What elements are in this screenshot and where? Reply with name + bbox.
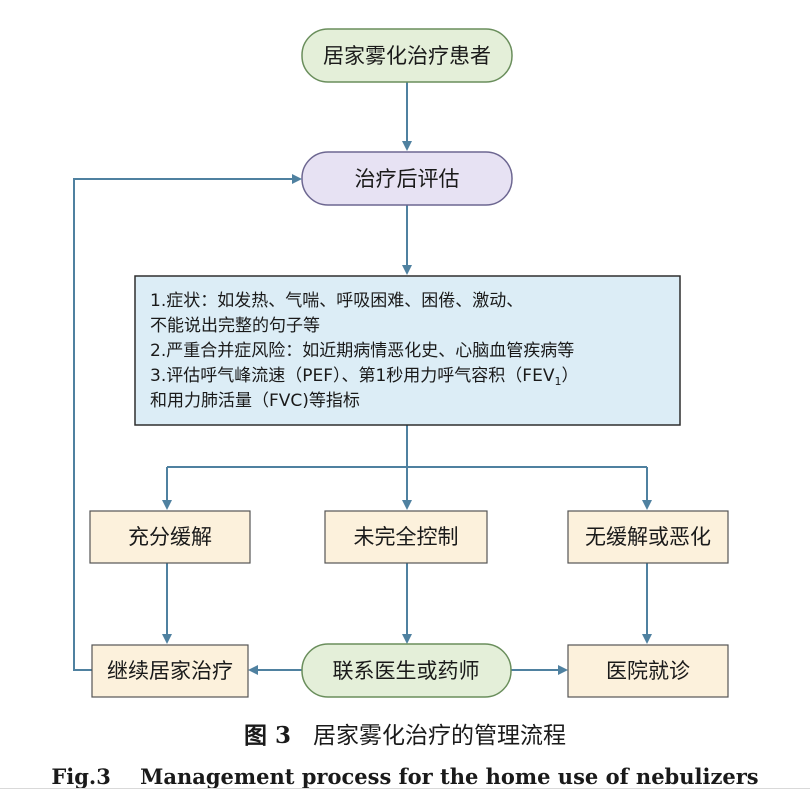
criteria-line-4: 3.评估呼气峰流速（PEF）、第1秒用力呼气容积（FEV1） (150, 366, 578, 388)
figure-title-cn: 居家雾化治疗的管理流程 (312, 723, 566, 749)
node-hospital-label: 医院就诊 (606, 659, 690, 683)
node-partial: 未完全控制 (324, 510, 488, 564)
node-hospital: 医院就诊 (567, 644, 729, 698)
node-continue-home-label: 继续居家治疗 (107, 659, 233, 683)
figure-caption-en: Fig.3 Management process for the home us… (51, 764, 759, 789)
node-assess-label: 治疗后评估 (355, 167, 460, 191)
criteria-line-4-text: 3.评估呼气峰流速（PEF）、第1秒用力呼气容积（FEV (150, 366, 555, 386)
node-continue-home: 继续居家治疗 (91, 644, 249, 698)
figure-caption-cn: 图 3 居家雾化治疗的管理流程 (0, 716, 810, 750)
criteria-line-4-close: ） (561, 366, 578, 386)
node-contact: 联系医生或药师 (301, 643, 512, 698)
node-assess: 治疗后评估 (301, 151, 513, 206)
criteria-box: 1.症状：如发热、气喘、呼吸困难、困倦、激动、 不能说出完整的句子等 2.严重合… (134, 275, 681, 426)
node-contact-label: 联系医生或药师 (333, 659, 480, 683)
arrow-loop-back-to-assess (73, 174, 302, 671)
node-worse: 无缓解或恶化 (567, 510, 729, 564)
flowchart: 居家雾化治疗患者 治疗后评估 1.症状：如发热、气喘、呼吸困难、困倦、激动、 不… (73, 28, 729, 698)
node-relieved: 充分缓解 (89, 510, 251, 564)
criteria-line-3: 2.严重合并症风险：如近期病情恶化史、心脑血管疾病等 (150, 341, 574, 361)
node-start: 居家雾化治疗患者 (301, 28, 513, 83)
node-worse-label: 无缓解或恶化 (585, 525, 711, 549)
criteria-line-2: 不能说出完整的句子等 (150, 316, 320, 336)
criteria-line-1: 1.症状：如发热、气喘、呼吸困难、困倦、激动、 (150, 291, 523, 311)
criteria-line-4-subscript: 1 (554, 375, 561, 388)
figure-number: 图 3 (244, 722, 292, 749)
connectors (73, 82, 652, 675)
node-relieved-label: 充分缓解 (128, 525, 212, 549)
node-partial-label: 未完全控制 (354, 525, 459, 549)
node-start-label: 居家雾化治疗患者 (323, 44, 491, 68)
page-bottom-edge (0, 788, 810, 802)
criteria-line-5: 和用力肺活量（FVC)等指标 (150, 391, 360, 411)
